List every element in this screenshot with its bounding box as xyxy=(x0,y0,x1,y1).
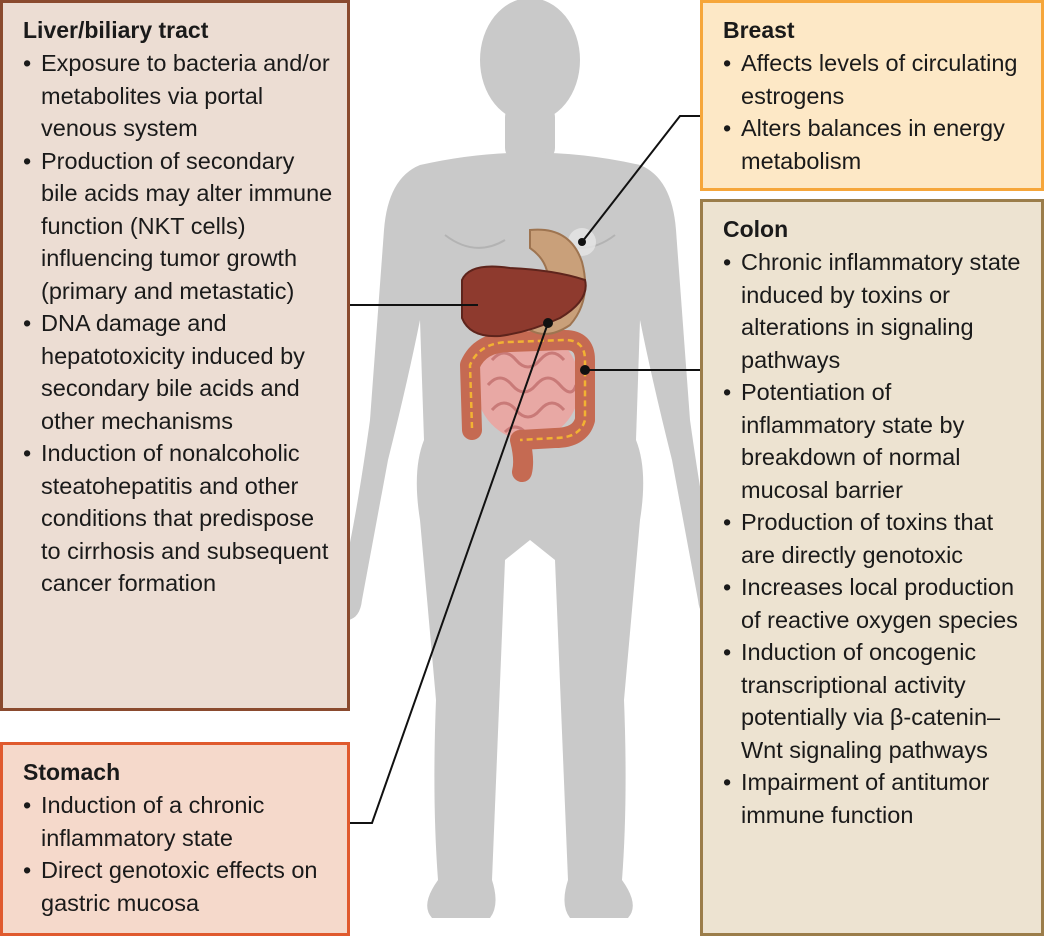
liver-organ xyxy=(461,265,587,338)
small-intestine-organ xyxy=(476,330,580,440)
stomach-box: Stomach Induction of a chronic inflammat… xyxy=(0,742,350,936)
list-item: Direct genotoxic effects on gastric muco… xyxy=(23,854,333,919)
liver-box-list: Exposure to bacteria and/or metabolites … xyxy=(23,47,333,600)
list-item: Chronic inflammatory state induced by to… xyxy=(723,246,1027,376)
list-item: Production of toxins that are directly g… xyxy=(723,506,1027,571)
list-item: Induction of oncogenic transcriptional a… xyxy=(723,636,1027,766)
lymph-vessel xyxy=(468,338,587,442)
breast-box: Breast Affects levels of circulating est… xyxy=(700,0,1044,191)
stomach-box-title: Stomach xyxy=(23,759,121,785)
list-item: Induction of a chronic inflammatory stat… xyxy=(23,789,333,854)
list-item: Potentiation of inflammatory state by br… xyxy=(723,376,1027,506)
liver-biliary-box: Liver/biliary tract Exposure to bacteria… xyxy=(0,0,350,711)
leader-line-breast xyxy=(581,115,700,243)
list-item: Production of secondary bile acids may a… xyxy=(23,145,333,308)
list-item: DNA damage and hepatotoxicity induced by… xyxy=(23,307,333,437)
list-item: Alters balances in energy metabolism xyxy=(723,112,1027,177)
list-item: Induction of nonalcoholic steatohepatiti… xyxy=(23,437,333,600)
list-item: Exposure to bacteria and/or metabolites … xyxy=(23,47,333,145)
colon-box: Colon Chronic inflammatory state induced… xyxy=(700,199,1044,936)
colon-box-list: Chronic inflammatory state induced by to… xyxy=(723,246,1027,831)
leader-line-stomach xyxy=(350,322,549,824)
stomach-box-list: Induction of a chronic inflammatory stat… xyxy=(23,789,333,919)
list-item: Affects levels of circulating estrogens xyxy=(723,47,1027,112)
colon-box-title: Colon xyxy=(723,216,789,242)
liver-box-title: Liver/biliary tract xyxy=(23,17,209,43)
breast-box-list: Affects levels of circulating estrogens … xyxy=(723,47,1027,177)
human-silhouette xyxy=(337,0,723,918)
list-item: Impairment of antitumor immune function xyxy=(723,766,1027,831)
list-item: Increases local production of reactive o… xyxy=(723,571,1027,636)
breast-box-title: Breast xyxy=(723,17,795,43)
